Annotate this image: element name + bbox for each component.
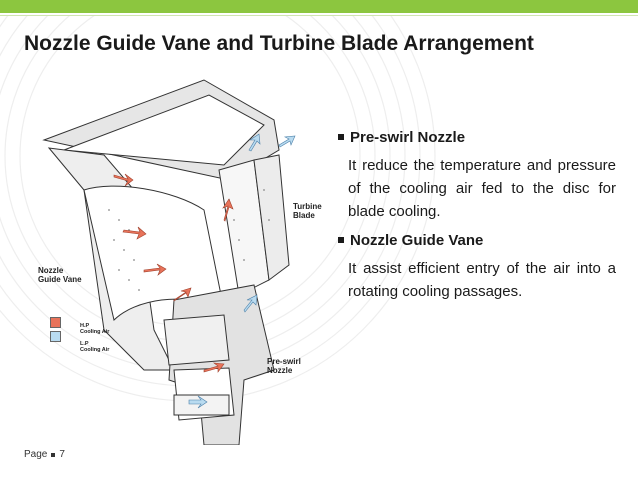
label-pre-swirl-nozzle: Pre-swirl Nozzle bbox=[267, 357, 301, 375]
slide-title: Nozzle Guide Vane and Turbine Blade Arra… bbox=[24, 32, 534, 55]
footer-page-label: Page bbox=[24, 449, 48, 460]
label-turbine-blade: Turbine Blade bbox=[293, 202, 322, 220]
legend-lp-swatch bbox=[50, 331, 61, 342]
bullet-list: Pre-swirl Nozzle It reduce the temperatu… bbox=[336, 126, 616, 303]
bullet-body-nozzle-guide-vane: It assist efficient entry of the air int… bbox=[348, 260, 616, 300]
bullet-square-icon bbox=[338, 134, 344, 140]
bullet-body-pre-swirl: It reduce the temperature and pressure o… bbox=[348, 157, 616, 220]
turbine-cutaway-figure: Turbine Blade Nozzle Guide Vane H.P Cool… bbox=[24, 70, 334, 446]
label-turbine-blade-text: Turbine Blade bbox=[293, 202, 322, 221]
label-hp-cooling-air-text: H.P Cooling Air bbox=[80, 323, 110, 336]
bullet-heading-nozzle-guide-vane: Nozzle Guide Vane bbox=[336, 229, 616, 251]
label-lp-cooling-air: L.P Cooling Air bbox=[80, 341, 109, 354]
header-accent-bar bbox=[0, 0, 638, 13]
footer-page-number: 7 bbox=[59, 449, 65, 460]
header-thin-line bbox=[0, 15, 638, 16]
footer-bullet-icon bbox=[51, 452, 56, 457]
legend-hp-swatch bbox=[50, 317, 61, 328]
page-footer: Page 7 bbox=[24, 449, 65, 460]
label-hp-cooling-air: H.P Cooling Air bbox=[80, 323, 109, 336]
label-pre-swirl-nozzle-text: Pre-swirl Nozzle bbox=[267, 357, 301, 376]
bullet-heading-pre-swirl: Pre-swirl Nozzle bbox=[336, 126, 616, 148]
label-lp-cooling-air-text: L.P Cooling Air bbox=[80, 341, 110, 354]
label-nozzle-guide-vane-text: Nozzle Guide Vane bbox=[38, 266, 82, 285]
bullet-square-icon bbox=[338, 237, 344, 243]
header-stripe bbox=[0, 13, 638, 15]
label-nozzle-guide-vane: Nozzle Guide Vane bbox=[38, 266, 82, 284]
turbine-cutaway-drawing bbox=[42, 79, 296, 446]
bullet-heading-text: Pre-swirl Nozzle bbox=[350, 128, 466, 146]
bullet-heading-text: Nozzle Guide Vane bbox=[350, 231, 484, 249]
